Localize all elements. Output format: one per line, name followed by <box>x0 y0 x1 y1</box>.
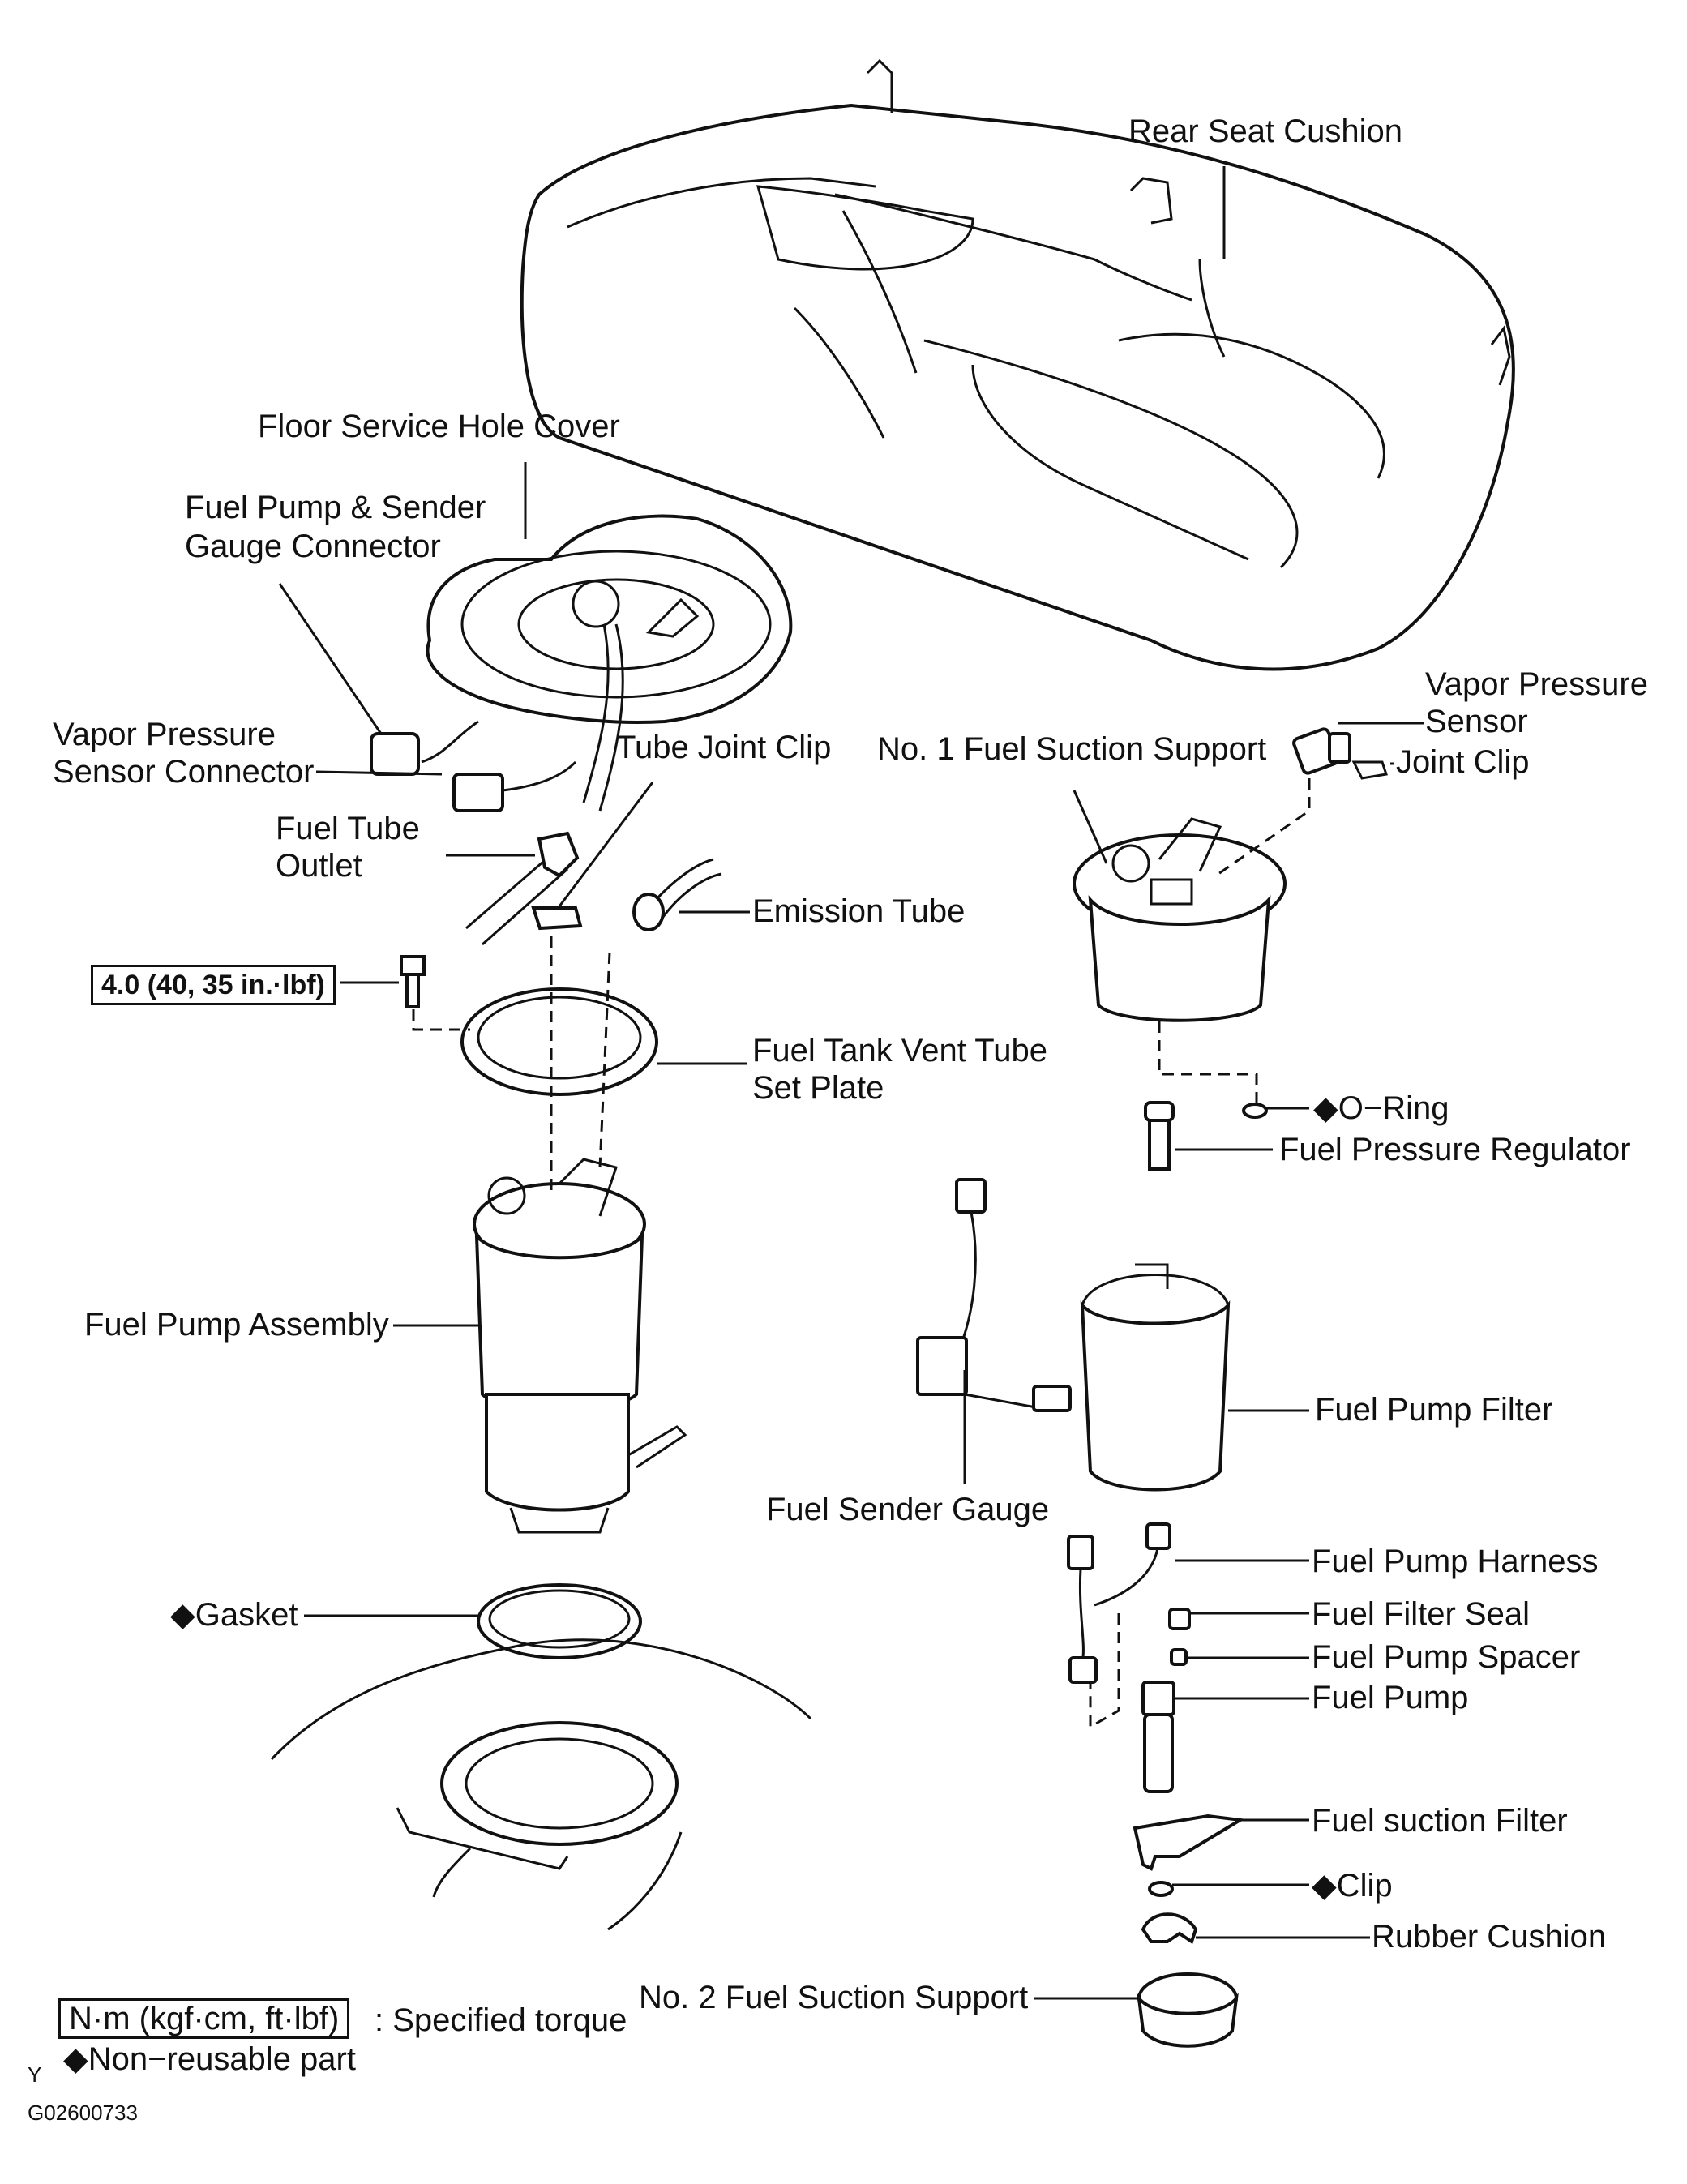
label-vapor-pressure-sensor-connector-line2: Sensor Connector <box>53 754 315 790</box>
legend-specified-torque-text: : Specified torque <box>375 2002 627 2038</box>
leader-lines <box>278 166 1424 2000</box>
fuel-sender-gauge-drawing <box>916 1178 1072 1412</box>
label-vapor-pressure-sensor-line2: Sensor <box>1425 704 1528 739</box>
clip-drawing <box>1148 1881 1174 1897</box>
label-vapor-pressure-sensor-connector-line1: Vapor Pressure <box>53 717 276 752</box>
label-fuel-filter-seal: Fuel Filter Seal <box>1312 1596 1530 1632</box>
label-fuel-pressure-regulator: Fuel Pressure Regulator <box>1279 1132 1631 1167</box>
fuel-pump-filter-drawing <box>1080 1263 1231 1492</box>
label-fuel-tube-outlet-line1: Fuel Tube <box>276 811 420 846</box>
gasket-drawing <box>477 1583 642 1659</box>
no1-fuel-suction-support-drawing <box>1073 817 1287 1022</box>
fuel-pump-harness-drawing <box>1067 1522 1171 1684</box>
label-fuel-sender-gauge: Fuel Sender Gauge <box>766 1492 1050 1527</box>
label-fuel-pump: Fuel Pump <box>1312 1680 1469 1715</box>
figure-code: G02600733 <box>28 2100 138 2125</box>
label-fuel-tank-vent-tube-line1: Fuel Tank Vent Tube <box>752 1033 1047 1068</box>
rubber-cushion-drawing <box>1141 1912 1198 1945</box>
label-floor-service-hole-cover: Floor Service Hole Cover <box>258 409 620 444</box>
label-no1-fuel-suction-support: No. 1 Fuel Suction Support <box>877 731 1267 767</box>
label-emission-tube: Emission Tube <box>752 893 966 929</box>
fuel-suction-filter-drawing <box>1133 1814 1245 1871</box>
label-vapor-pressure-sensor-line1: Vapor Pressure <box>1425 666 1648 702</box>
label-fuel-pump-filter: Fuel Pump Filter <box>1315 1392 1553 1428</box>
label-gasket: ◆Gasket <box>170 1597 298 1633</box>
label-clip: ◆Clip <box>1312 1868 1393 1904</box>
fuel-tank-vent-tube-set-plate-drawing <box>460 987 658 1096</box>
label-fuel-pump-spacer: Fuel Pump Spacer <box>1312 1639 1581 1675</box>
fuel-pressure-regulator-drawing <box>1144 1101 1268 1171</box>
label-no2-fuel-suction-support: No. 2 Fuel Suction Support <box>639 1980 1029 2015</box>
assembly-guide-lines <box>412 778 1311 1729</box>
label-fuel-pump-harness: Fuel Pump Harness <box>1312 1544 1599 1579</box>
no2-fuel-suction-support-drawing <box>1137 1972 1239 2048</box>
label-fuel-pump-sender-connector-line1: Fuel Pump & Sender <box>185 490 486 525</box>
label-o-ring: ◆O−Ring <box>1313 1090 1449 1126</box>
rear-seat-cushion-drawing <box>520 58 1515 671</box>
label-fuel-tank-vent-tube-line2: Set Plate <box>752 1070 884 1106</box>
label-fuel-suction-filter: Fuel suction Filter <box>1312 1803 1568 1839</box>
legend-torque-unit-box: N·m (kgf·cm, ft·lbf) <box>58 1998 350 2039</box>
vapor-pressure-sensor-drawing <box>1292 727 1388 780</box>
label-rubber-cushion: Rubber Cushion <box>1372 1919 1607 1955</box>
fuel-tube-outlet-drawing <box>465 831 722 946</box>
label-fuel-pump-assembly: Fuel Pump Assembly <box>84 1307 389 1343</box>
fuel-tank-opening-drawing <box>270 1638 812 1931</box>
bolt-drawing <box>400 955 426 1008</box>
label-rear-seat-cushion: Rear Seat Cushion <box>1128 113 1402 149</box>
corner-mark: Y <box>28 2062 42 2087</box>
torque-spec-box: 4.0 (40, 35 in.·lbf) <box>91 965 336 1005</box>
label-tube-joint-clip: Tube Joint Clip <box>616 730 832 765</box>
fuel-pump-drawing <box>1141 1608 1191 1793</box>
label-joint-clip: Joint Clip <box>1396 744 1530 780</box>
label-fuel-pump-sender-connector-line2: Gauge Connector <box>185 529 441 564</box>
label-fuel-tube-outlet-line2: Outlet <box>276 848 362 884</box>
floor-service-hole-cover-drawing <box>370 514 793 812</box>
legend-non-reusable-part: ◆Non−reusable part <box>63 2041 356 2077</box>
fuel-pump-assembly-drawing <box>473 1158 687 1534</box>
